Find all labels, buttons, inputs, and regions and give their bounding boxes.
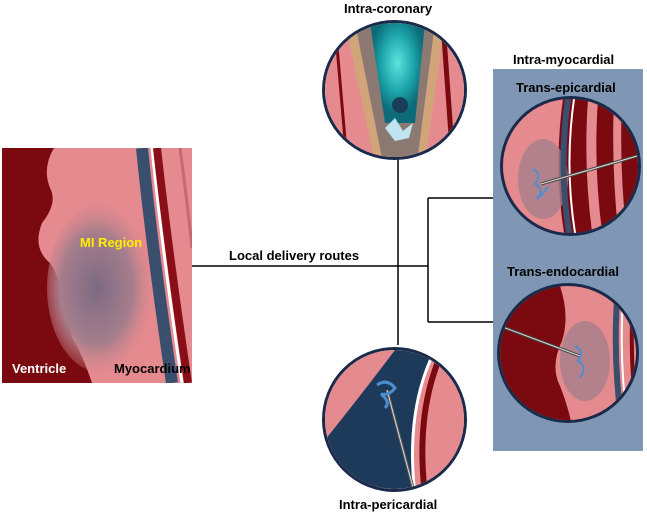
intra-pericardial-illustration: [325, 350, 464, 489]
intra-pericardial-label: Intra-pericardial: [339, 497, 438, 512]
myocardium-label: Myocardium: [114, 361, 191, 376]
intra-myocardial-label: Intra-myocardial: [513, 52, 615, 67]
trans-endocardial-image: [497, 283, 639, 423]
intra-coronary-illustration: [325, 23, 464, 157]
intra-coronary-image: [322, 20, 467, 160]
trans-endocardial-label: Trans-endocardial: [507, 264, 619, 279]
mi-region-label: MI Region: [80, 235, 143, 250]
intra-coronary-label: Intra-coronary: [344, 1, 433, 16]
heart-cross-section: MI Region Ventricle Myocardium: [2, 148, 192, 383]
ventricle-label: Ventricle: [12, 361, 67, 376]
trans-epicardial-label: Trans-epicardial: [516, 80, 616, 95]
local-delivery-routes-label: Local delivery routes: [229, 248, 360, 263]
trans-epicardial-image: [500, 96, 641, 236]
heart-illustration: [2, 148, 192, 383]
intra-pericardial-image: [322, 347, 467, 492]
trans-epicardial-illustration: [503, 99, 638, 233]
trans-endocardial-illustration: [500, 286, 636, 420]
